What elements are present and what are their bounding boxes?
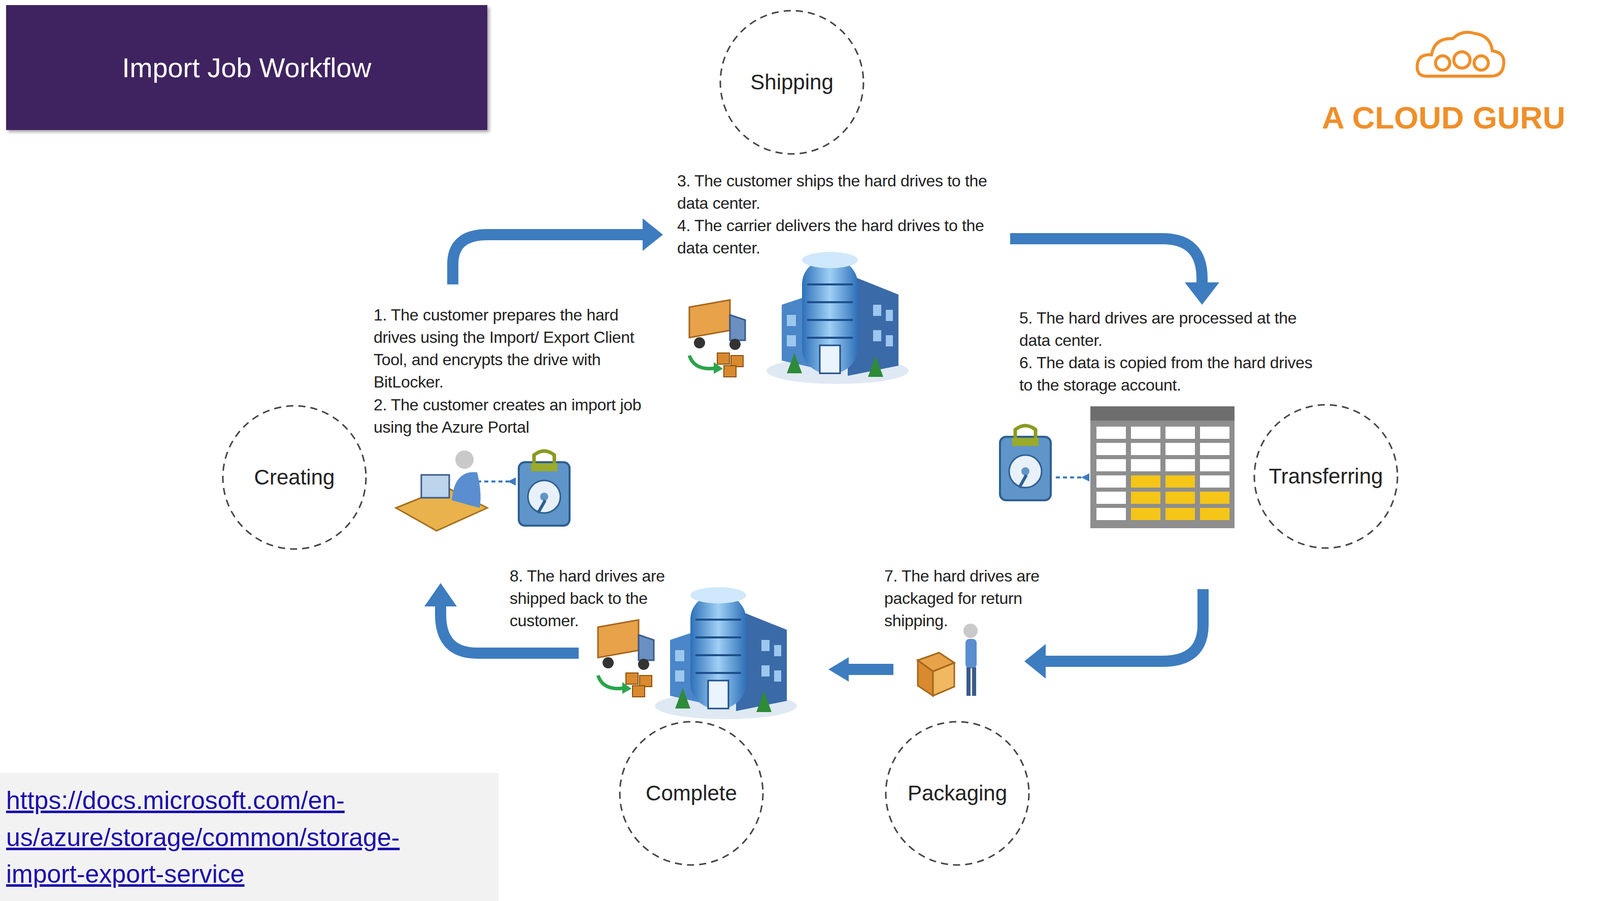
stage-circle: Complete	[618, 719, 765, 866]
step-note: 7. The hard drives are packaged for retu…	[884, 564, 1052, 632]
reference-link-group: https://docs.microsoft.com/en- us/azure/…	[6, 781, 479, 893]
brand-logo-group: A CLOUD GURU	[1321, 100, 1596, 136]
step-note-group: 7. The hard drives are packaged for retu…	[884, 564, 1052, 632]
stage-name: Packaging	[907, 780, 1008, 806]
stage-circle: Packaging	[884, 719, 1031, 866]
step-note: 5. The hard drives are processed at the …	[1019, 306, 1314, 352]
step-note-group: 5. The hard drives are processed at the …	[1019, 306, 1314, 397]
step-note-group: 1. The customer prepares the hard drives…	[373, 303, 658, 439]
stage-circle: Creating	[221, 404, 368, 551]
stage-name: Shipping	[750, 70, 833, 95]
step-note: 3. The customer ships the hard drives to…	[677, 169, 1013, 215]
step-note: 4. The carrier delivers the hard drives …	[677, 214, 1013, 259]
brand-logo: A CLOUD GURU	[1321, 100, 1596, 136]
step-note: 8. The hard drives are shipped back to t…	[509, 564, 678, 632]
step-note-group: 3. The customer ships the hard drives to…	[677, 169, 1013, 260]
stage-name: Transferring	[1269, 463, 1384, 489]
reference-link: https://docs.microsoft.com/en- us/azure/…	[6, 781, 479, 893]
stage-circle: Shipping	[718, 9, 865, 156]
step-note: 1. The customer prepares the hard drives…	[373, 303, 658, 394]
step-note: 6. The data is copied from the hard driv…	[1019, 351, 1314, 396]
title-banner: Import Job Workflow	[6, 5, 488, 130]
stage-circle: Transferring	[1252, 403, 1399, 550]
stage-name: Creating	[254, 464, 336, 490]
step-note: 2. The customer creates an import job us…	[373, 393, 658, 439]
step-note-group: 8. The hard drives are shipped back to t…	[509, 564, 678, 632]
title-text: Import Job Workflow	[121, 51, 372, 84]
stage-name: Complete	[645, 780, 738, 806]
